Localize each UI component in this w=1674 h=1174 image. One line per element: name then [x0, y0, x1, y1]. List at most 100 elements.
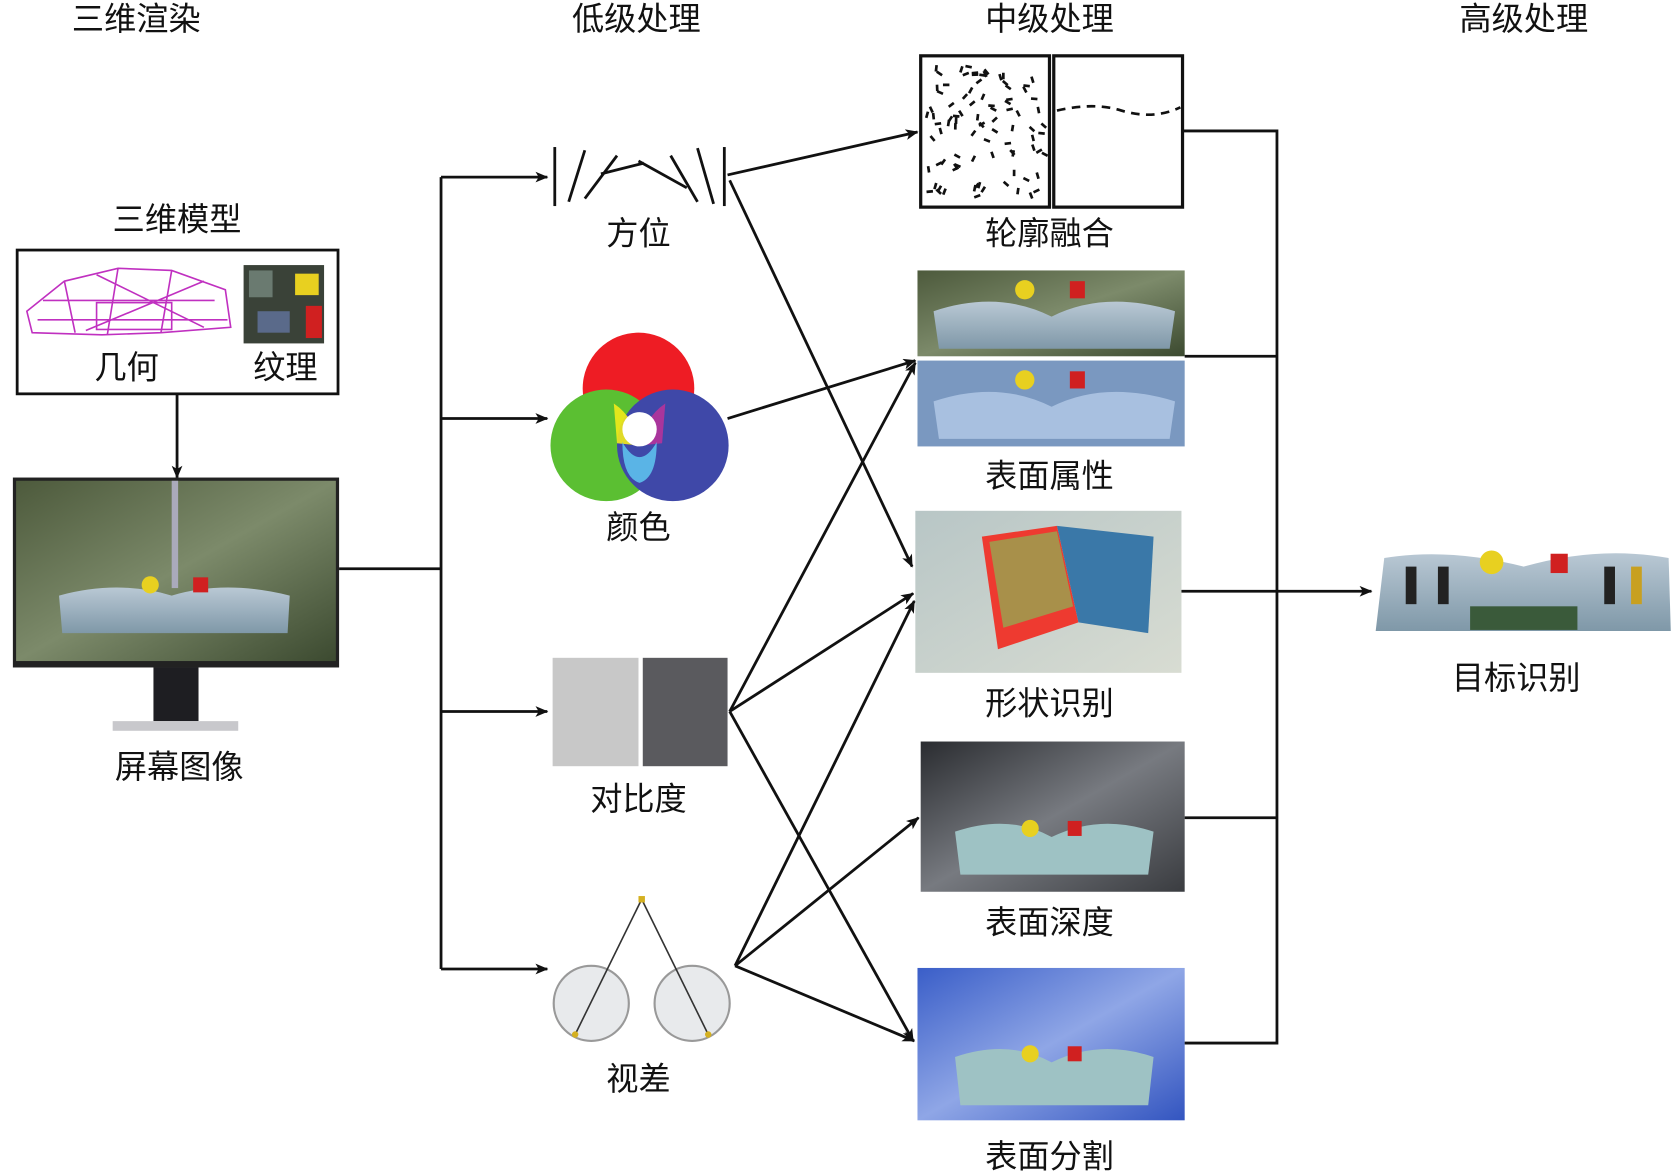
geometry-label: 几何 — [94, 349, 158, 387]
arrow-contrast-to-shape — [728, 592, 915, 713]
header-high-level: 高级处理 — [1459, 0, 1588, 38]
texture-dash — [1022, 86, 1028, 94]
arrow-color-to-surface — [727, 358, 917, 420]
texture-dash — [1004, 84, 1012, 91]
texture-dash — [998, 73, 1003, 81]
target-recognition-label: 目标识别 — [1452, 659, 1581, 697]
header-mid-level: 中级处理 — [985, 0, 1114, 38]
texture-dash — [935, 161, 943, 167]
texture-dash — [1030, 134, 1036, 142]
texture-dash — [934, 64, 938, 72]
texture-dash — [991, 116, 998, 123]
surface-depth-label: 表面深度 — [985, 904, 1114, 942]
texture-dash — [941, 188, 947, 196]
texture-dash — [1035, 148, 1043, 154]
orientation-label: 方位 — [606, 215, 670, 253]
texture-dash — [934, 121, 942, 126]
texture-dash — [1009, 149, 1016, 156]
texture-dash — [1006, 97, 1013, 102]
texture-dash — [968, 100, 976, 107]
texture-dash — [1016, 187, 1020, 195]
texture-dash — [973, 193, 981, 199]
texture-dash — [936, 185, 943, 193]
parallax-eyes-icon — [552, 896, 731, 1042]
arrow-parallax-to-segmentation — [734, 964, 916, 1043]
low-to-mid-arrows — [727, 129, 920, 1043]
contour-fusion-image — [919, 54, 1185, 209]
color-label: 颜色 — [606, 509, 670, 547]
texture-dash — [1006, 107, 1014, 112]
texture-dash — [958, 109, 964, 117]
texture-dash — [982, 70, 988, 78]
texture-dash — [1002, 180, 1010, 187]
shape-recognition-label: 形状识别 — [985, 685, 1114, 723]
texture-dash — [1038, 131, 1045, 135]
texture-dash — [933, 182, 938, 190]
texture-dash — [1031, 144, 1036, 152]
texture-dash — [972, 184, 977, 192]
texture-dash — [1036, 106, 1041, 114]
texture-dash — [959, 65, 964, 73]
texture-image — [243, 265, 325, 344]
texture-dash — [1004, 99, 1012, 106]
texture-dash — [983, 68, 990, 76]
texture-dash — [978, 121, 985, 129]
texture-dash — [947, 101, 955, 108]
texture-dash — [990, 151, 995, 159]
texture-dash — [961, 93, 969, 100]
texture-dash — [989, 106, 997, 112]
texture-dash — [952, 114, 960, 118]
wireframe-geometry-image — [25, 267, 232, 336]
arrow-orientation-to-contour — [727, 129, 919, 177]
surface-property-label: 表面属性 — [985, 457, 1114, 495]
texture-dash — [1040, 122, 1048, 129]
parallax-label: 视差 — [606, 1060, 670, 1098]
texture-dash — [936, 70, 943, 77]
arrow-contrast-to-segmentation — [728, 710, 915, 1042]
texture-dash — [936, 89, 944, 96]
texture-label: 纹理 — [253, 349, 317, 387]
texture-dash — [967, 86, 974, 94]
shape-recognition-image — [915, 510, 1182, 673]
texture-dash — [975, 78, 983, 85]
texture-dash — [970, 129, 977, 137]
texture-dash — [1032, 188, 1040, 194]
contrast-label: 对比度 — [590, 780, 687, 818]
contour-fusion-label: 轮廓融合 — [985, 215, 1114, 253]
surface-depth-image — [920, 741, 1185, 892]
surface-property-image — [917, 270, 1185, 447]
texture-dash — [980, 93, 986, 101]
texture-dash — [1035, 172, 1040, 180]
texture-dash — [1028, 125, 1036, 133]
texture-dash — [953, 163, 959, 170]
texture-dash — [926, 189, 934, 194]
orientation-icon — [553, 147, 726, 207]
surface-segmentation-image — [917, 967, 1185, 1121]
target-recognition-image — [1375, 550, 1671, 631]
texture-dash — [962, 71, 970, 77]
texture-dash — [1001, 79, 1009, 87]
texture-dash — [938, 127, 943, 135]
texture-dash — [1023, 84, 1030, 88]
texture-dash — [1015, 109, 1021, 117]
texture-dash — [980, 186, 987, 193]
texture-dash — [970, 155, 977, 163]
texture-dash — [1004, 141, 1012, 146]
texture-dash — [976, 181, 982, 189]
texture-dash — [926, 165, 931, 173]
mid-to-high-connectors — [1181, 129, 1373, 1045]
texture-dash — [929, 135, 936, 142]
texture-dash — [953, 153, 961, 159]
texture-dash — [1028, 191, 1034, 199]
texture-dash — [1041, 151, 1049, 157]
contrast-dark-swatch — [642, 657, 728, 767]
texture-dash — [924, 111, 930, 119]
texture-dash — [931, 112, 936, 120]
screen-image-label: 屏幕图像 — [115, 748, 244, 786]
texture-dash — [928, 106, 934, 114]
arrow-orientation-to-shape — [728, 179, 914, 568]
texture-dash — [947, 115, 954, 123]
arrow-parallax-to-shape — [733, 599, 916, 967]
texture-dash — [1010, 124, 1015, 132]
